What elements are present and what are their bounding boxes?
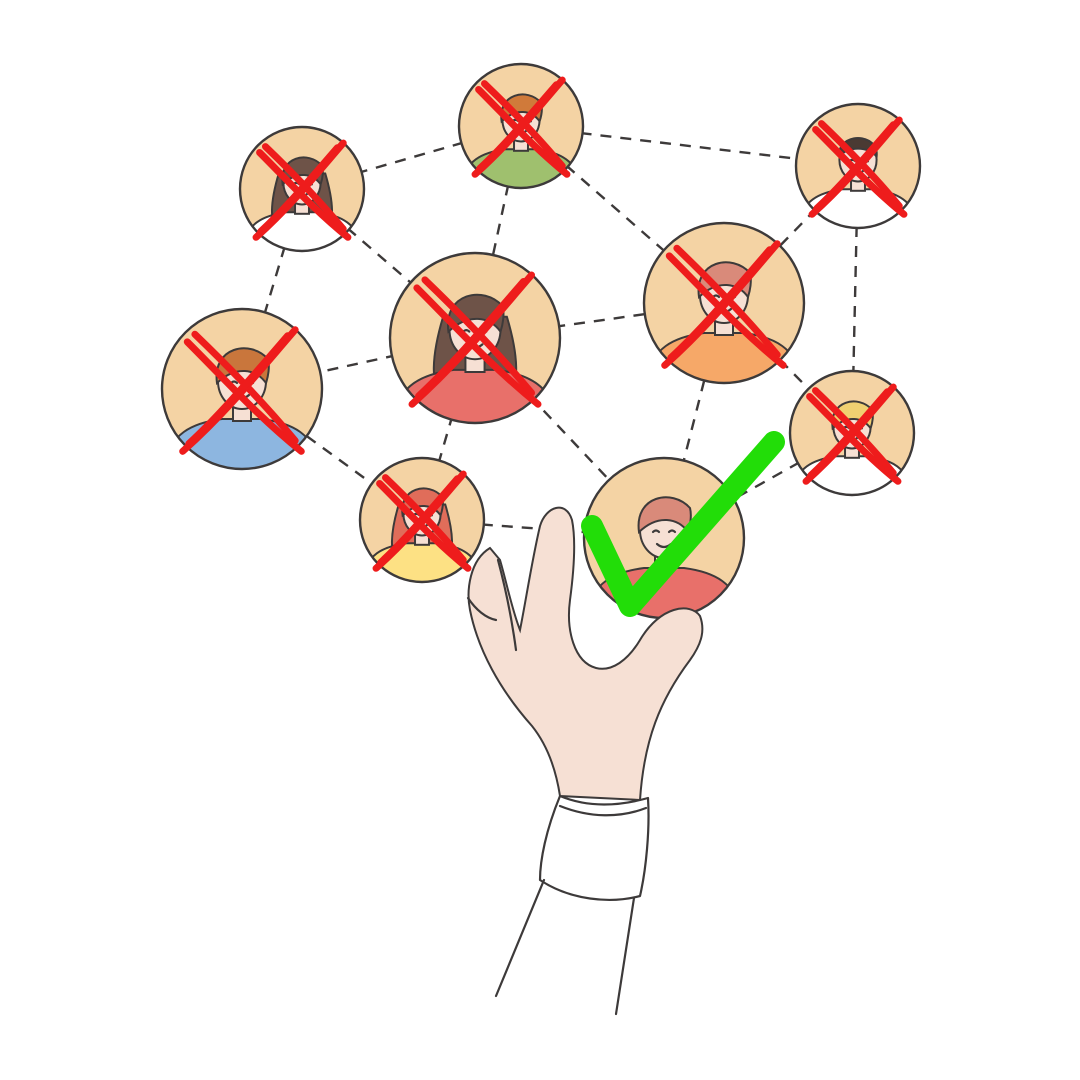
red-cross-icon [408, 271, 542, 408]
red-cross-icon [471, 76, 571, 178]
hair [500, 93, 543, 124]
hair [637, 496, 692, 535]
hair [831, 400, 874, 431]
red-cross-icon [661, 240, 787, 369]
avatar-ring [794, 102, 922, 230]
hair [215, 347, 270, 386]
green-check-icon [581, 431, 785, 617]
avatar-ring [238, 125, 366, 253]
avatar-ring [642, 221, 806, 385]
hair [447, 293, 505, 334]
avatar-ring [788, 369, 916, 497]
decision-marks [179, 76, 908, 617]
network-link [240, 188, 304, 390]
hair [697, 261, 752, 300]
network-link [663, 431, 853, 540]
red-cross-icon [808, 116, 908, 218]
red-cross-icon [802, 383, 902, 485]
hair [281, 156, 324, 187]
avatar-ring [160, 307, 324, 471]
picking-hand [466, 506, 704, 1016]
red-cross-icon [179, 326, 305, 455]
avatar-ring [457, 62, 585, 190]
eyes [651, 529, 677, 534]
red-cross-icon [252, 139, 352, 241]
avatar-ring [358, 456, 486, 584]
red-cross-icon [372, 470, 472, 572]
hair [401, 487, 444, 518]
avatar-ring [388, 251, 562, 425]
